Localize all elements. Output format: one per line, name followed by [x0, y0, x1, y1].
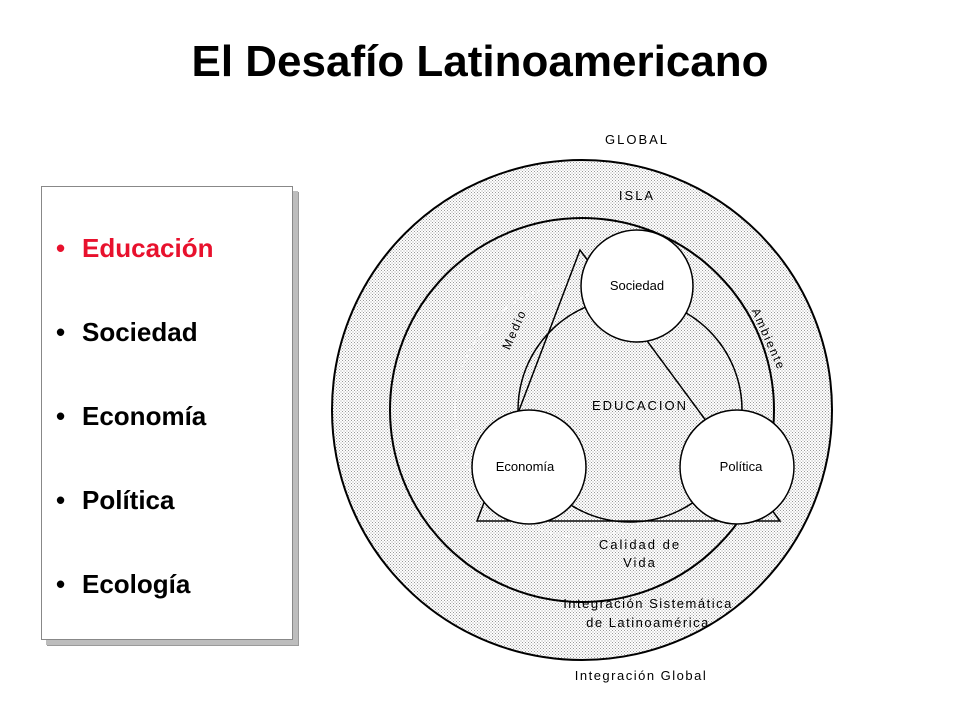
edge-label-vida: Vida — [623, 555, 657, 570]
topic-item: • Política — [56, 485, 174, 515]
node-politica — [679, 409, 795, 525]
center-label: EDUCACION — [592, 398, 688, 413]
topics-box: • Educación • Sociedad • Economía • Política… — [41, 186, 293, 640]
topic-item: • Economía — [56, 401, 206, 431]
bullet-icon: • — [56, 233, 66, 263]
edge-label-calidad: Calidad de — [599, 537, 681, 552]
node-sociedad — [580, 229, 694, 343]
node-label-politica: Política — [720, 459, 763, 474]
topic-item: • Ecología — [56, 569, 190, 599]
node-label-sociedad: Sociedad — [610, 278, 664, 293]
bullet-icon: • — [56, 569, 66, 599]
topic-label: Ecología — [82, 569, 191, 599]
topic-label: Política — [82, 485, 175, 515]
ring-label-integracion-sistematica: Integración Sistemática — [563, 596, 733, 611]
node-label-economia: Economía — [496, 459, 555, 474]
triangle-outline — [475, 248, 782, 522]
topic-label: Sociedad — [82, 317, 198, 347]
bullet-icon: • — [56, 317, 66, 347]
slide-title: El Desafío Latinoamericano — [191, 37, 769, 86]
ring-label-global: GLOBAL — [605, 132, 669, 147]
topic-item: • Sociedad — [56, 317, 198, 347]
topic-label: Educación — [82, 233, 214, 263]
ring-label-latinoamerica: de Latinoamérica — [586, 615, 710, 630]
topic-item: • Educación — [56, 233, 213, 263]
ring-label-integracion-global: Integración Global — [575, 668, 708, 683]
topic-label: Economía — [82, 401, 207, 431]
node-economia — [471, 409, 587, 525]
bullet-icon: • — [56, 485, 66, 515]
ring-label-isla: ISLA — [619, 188, 655, 203]
bullet-icon: • — [56, 401, 66, 431]
